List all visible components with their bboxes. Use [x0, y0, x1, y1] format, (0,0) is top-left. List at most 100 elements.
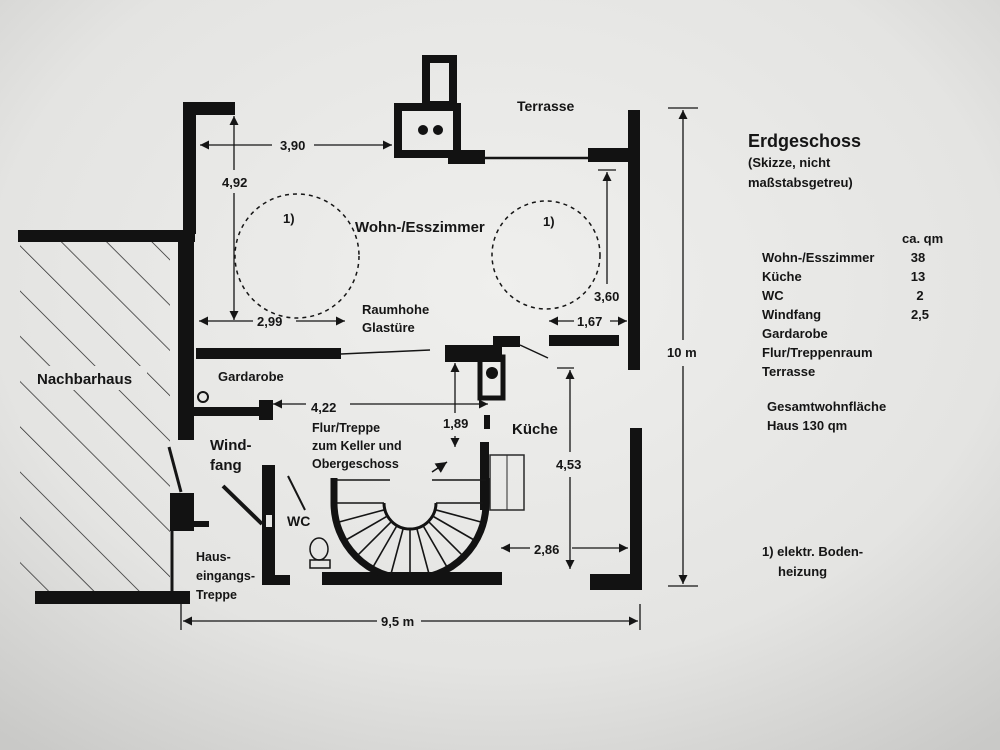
- wall-flur-notch: [266, 515, 272, 527]
- wall-left-upper: [183, 102, 196, 234]
- area-row-room: Wohn-/Esszimmer: [762, 250, 874, 265]
- walls: [18, 55, 642, 604]
- area-row-room: Windfang: [762, 307, 821, 322]
- dimension-labels: 3,90 4,92 2,99 3,60 1,67 10 m 4,22 1,89 …: [222, 138, 697, 629]
- entrance-step: [193, 521, 209, 527]
- footnote-line2: heizung: [778, 564, 827, 579]
- wall-flur-bottom-stub: [262, 575, 290, 585]
- wall-nachbarhaus-top: [18, 230, 195, 242]
- stove-flue: [486, 367, 498, 379]
- wall-left-middle: [178, 240, 194, 440]
- dimension-label-360: 3,60: [594, 289, 619, 304]
- kitchen-door-swing: [519, 344, 549, 359]
- area-row-room: Gardarobe: [762, 326, 828, 341]
- label-windfang-line1: Wind-: [210, 437, 252, 454]
- label-flur-line2: zum Keller und: [312, 439, 402, 453]
- area-table: Wohn-/Esszimmer 38 Küche 13 WC 2 Windfan…: [762, 250, 929, 379]
- wall-right-lower: [630, 428, 642, 580]
- area-row-room: Küche: [762, 269, 802, 284]
- label-flur-line3: Obergeschoss: [312, 457, 399, 471]
- stair-step: [372, 525, 398, 567]
- dimension-label-95m: 9,5 m: [381, 614, 414, 629]
- spiral-staircase: [330, 461, 490, 583]
- label-nachbarhaus: Nachbarhaus: [37, 371, 132, 388]
- wall-living-gardarobe: [196, 348, 341, 359]
- stair-step: [357, 520, 393, 556]
- label-eingang-line2: eingangs-: [196, 569, 255, 583]
- label-glastuere-line1: Raumhohe: [362, 302, 429, 317]
- plan-title: Erdgeschoss: [748, 131, 861, 151]
- dimension-lines: [180, 107, 698, 630]
- wall-gardarobe-post: [259, 400, 273, 420]
- plan-subtitle-line2: maßstabsgetreu): [748, 175, 853, 190]
- wall-kitchen-right: [549, 335, 619, 346]
- stair-step: [434, 508, 481, 523]
- stair-step: [390, 527, 405, 574]
- stair-step: [427, 520, 463, 556]
- wall-right-upper: [628, 110, 640, 370]
- label-kueche: Küche: [512, 421, 558, 438]
- label-wohn-esszimmer: Wohn-/Esszimmer: [355, 219, 485, 236]
- hearth-dot-left: [418, 125, 428, 135]
- gardarobe-fixture: [197, 391, 209, 403]
- area-row-room: Terrasse: [762, 364, 815, 379]
- stove-box: [477, 354, 506, 401]
- area-table-header: ca. qm: [902, 231, 943, 246]
- wall-top-right-stub: [588, 148, 633, 162]
- dimension-label-422: 4,22: [311, 400, 336, 415]
- area-row-room: Flur/Treppenraum: [762, 345, 873, 360]
- entrance-door-swing: [167, 446, 183, 493]
- dimension-label-453: 4,53: [556, 457, 581, 472]
- glass-door: [340, 349, 431, 355]
- label-heating-mark-right: 1): [543, 214, 555, 229]
- area-row-room: WC: [762, 288, 784, 303]
- wc-door-swing: [287, 475, 306, 511]
- wall-kitchen-flur: [480, 442, 489, 510]
- stair-step: [432, 515, 474, 541]
- label-eingang-line3: Treppe: [196, 588, 237, 602]
- label-eingang-line1: Haus-: [196, 550, 231, 564]
- total-area-line2: Haus 130 qm: [767, 418, 847, 433]
- stair-step: [346, 515, 388, 541]
- kitchen-post: [484, 415, 490, 429]
- wall-kitchen-stub: [493, 336, 520, 347]
- nachbarhaus-hatching: [20, 242, 170, 591]
- area-row-value: 2,5: [911, 307, 929, 322]
- stair-outer-arc: [330, 478, 490, 583]
- dimension-label-189: 1,89: [443, 416, 468, 431]
- stair-step: [422, 525, 448, 567]
- total-area-line1: Gesamtwohnfläche: [767, 399, 886, 414]
- dimension-360: [598, 169, 616, 284]
- hearth-dot-right: [433, 125, 443, 135]
- stair-direction-arrow: [431, 461, 448, 473]
- plan-subtitle-line1: (Skizze, nicht: [748, 155, 831, 170]
- stair-steps: [337, 502, 483, 576]
- dimension-label-167: 1,67: [577, 314, 602, 329]
- hearth-box: [394, 103, 461, 158]
- dimension-95m: [180, 604, 641, 630]
- dimension-label-492: 4,92: [222, 175, 247, 190]
- dimension-label-299: 2,99: [257, 314, 282, 329]
- area-row-value: 2: [916, 288, 923, 303]
- stair-step: [339, 508, 386, 523]
- footnote-line1: 1) elektr. Boden-: [762, 544, 863, 559]
- wall-nachbarhaus-bottom: [35, 591, 190, 604]
- wall-left-lower: [170, 493, 194, 531]
- info-panel: Erdgeschoss (Skizze, nicht maßstabsgetre…: [748, 131, 943, 579]
- dimension-label-10m: 10 m: [667, 345, 697, 360]
- wall-gardarobe-bottom: [194, 407, 264, 416]
- label-heating-mark-left: 1): [283, 211, 295, 226]
- area-row-value: 13: [911, 269, 925, 284]
- wall-terrace-stub: [448, 150, 485, 164]
- label-windfang-line2: fang: [210, 457, 242, 474]
- windfang-door-swing: [221, 484, 264, 526]
- label-glastuere-line2: Glastüre: [362, 320, 415, 335]
- label-gardarobe: Gardarobe: [218, 369, 284, 384]
- dimension-label-390: 3,90: [280, 138, 305, 153]
- dimension-label-286: 2,86: [534, 542, 559, 557]
- floor-heating-circle-right: [491, 200, 601, 310]
- dimension-453: [557, 367, 575, 569]
- wall-bottom-right-corner: [590, 574, 642, 590]
